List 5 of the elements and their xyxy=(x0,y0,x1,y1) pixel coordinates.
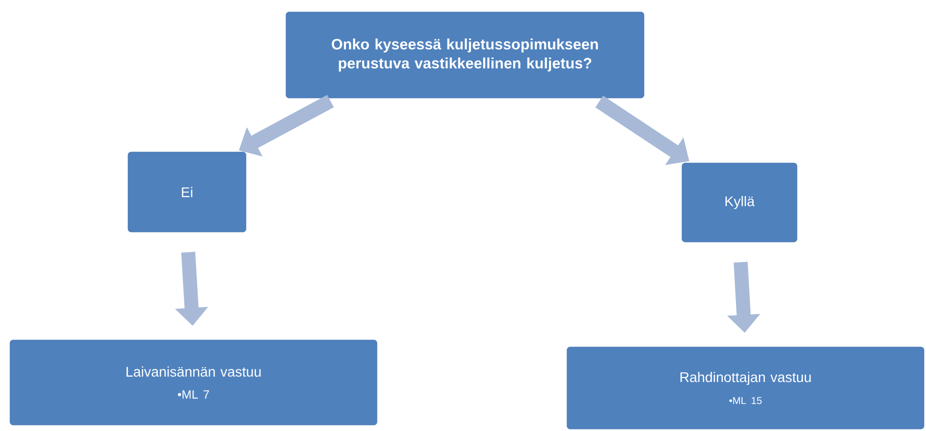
process-box: Onko kyseessä kuljetussopimukseen perustuva vastikkeellinen kuljetus? xyxy=(286,12,644,98)
process-box: Rahdinottajan vastuu •ML 15 xyxy=(566,346,924,430)
process-box: Kyllä xyxy=(682,162,798,242)
process-box: Ei xyxy=(128,152,246,232)
process-box: Laivanisännän vastuu •ML 7 xyxy=(10,340,378,426)
